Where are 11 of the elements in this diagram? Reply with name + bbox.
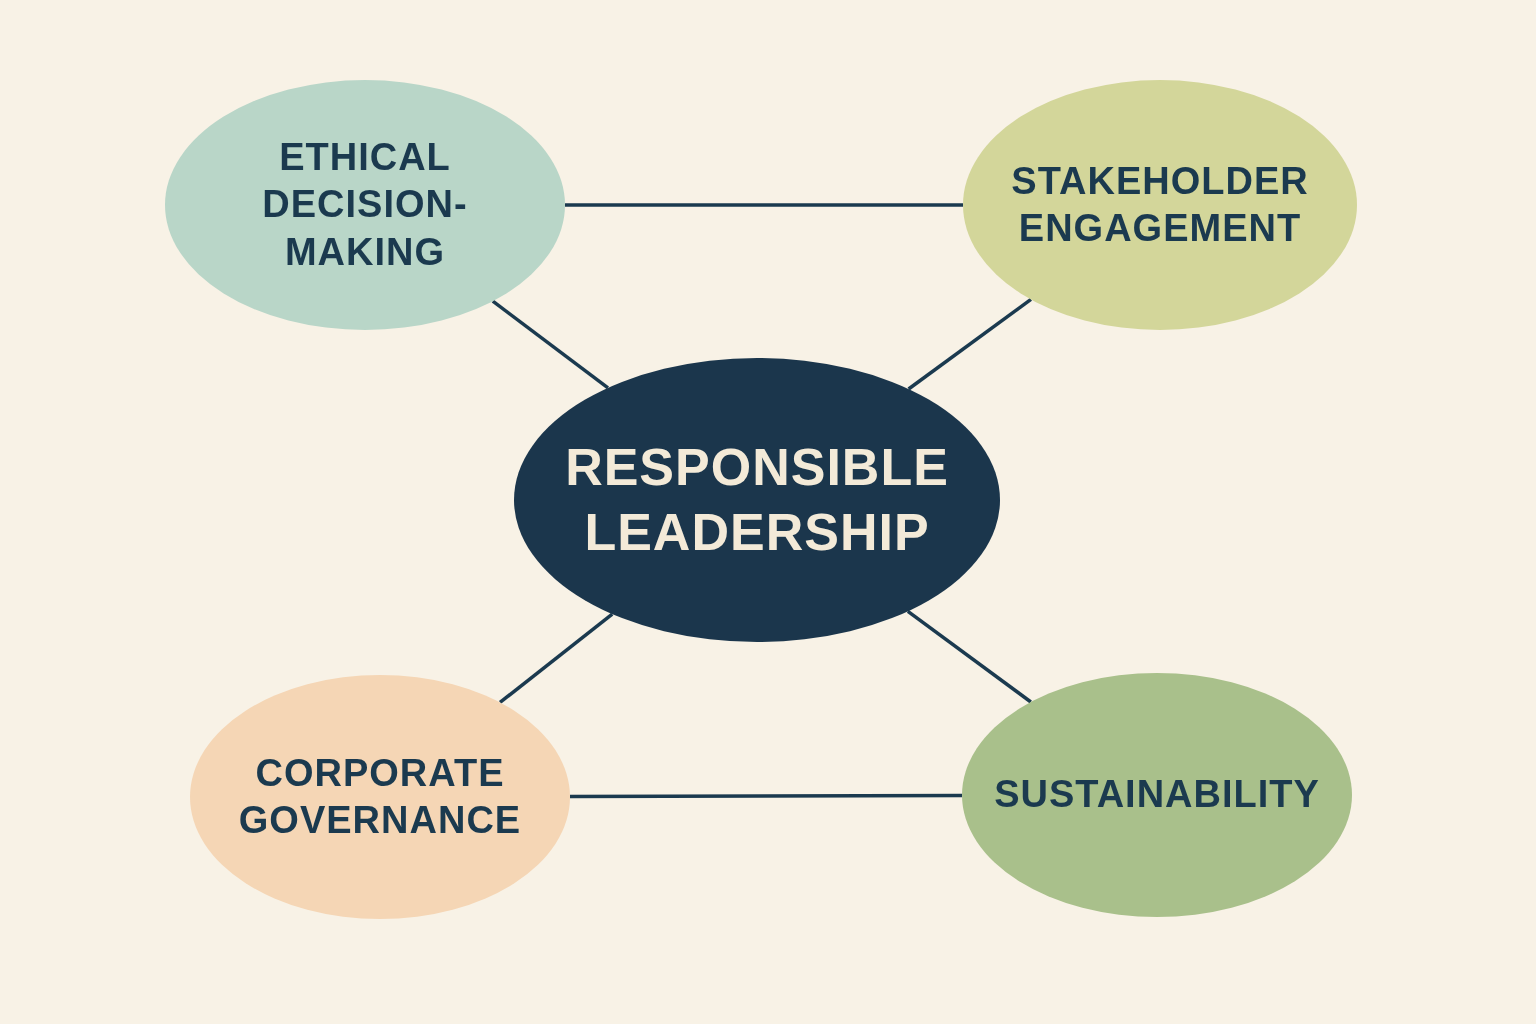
topic-label: RESPONSIBLE LEADERSHIP [564, 437, 950, 563]
topic-label: CORPORATE GOVERNANCE [237, 750, 523, 843]
topic-label: SUSTAINABILITY [994, 772, 1320, 818]
topic-label: STAKEHOLDER ENGAGEMENT [1010, 158, 1310, 251]
connector-line [498, 612, 614, 704]
topic-label: ETHICAL DECISION-MAKING [261, 134, 469, 275]
connector-line [906, 609, 1032, 704]
connector-line [565, 203, 963, 207]
connector-line [491, 299, 609, 390]
connector-line [907, 298, 1032, 391]
connector-line [570, 793, 962, 799]
